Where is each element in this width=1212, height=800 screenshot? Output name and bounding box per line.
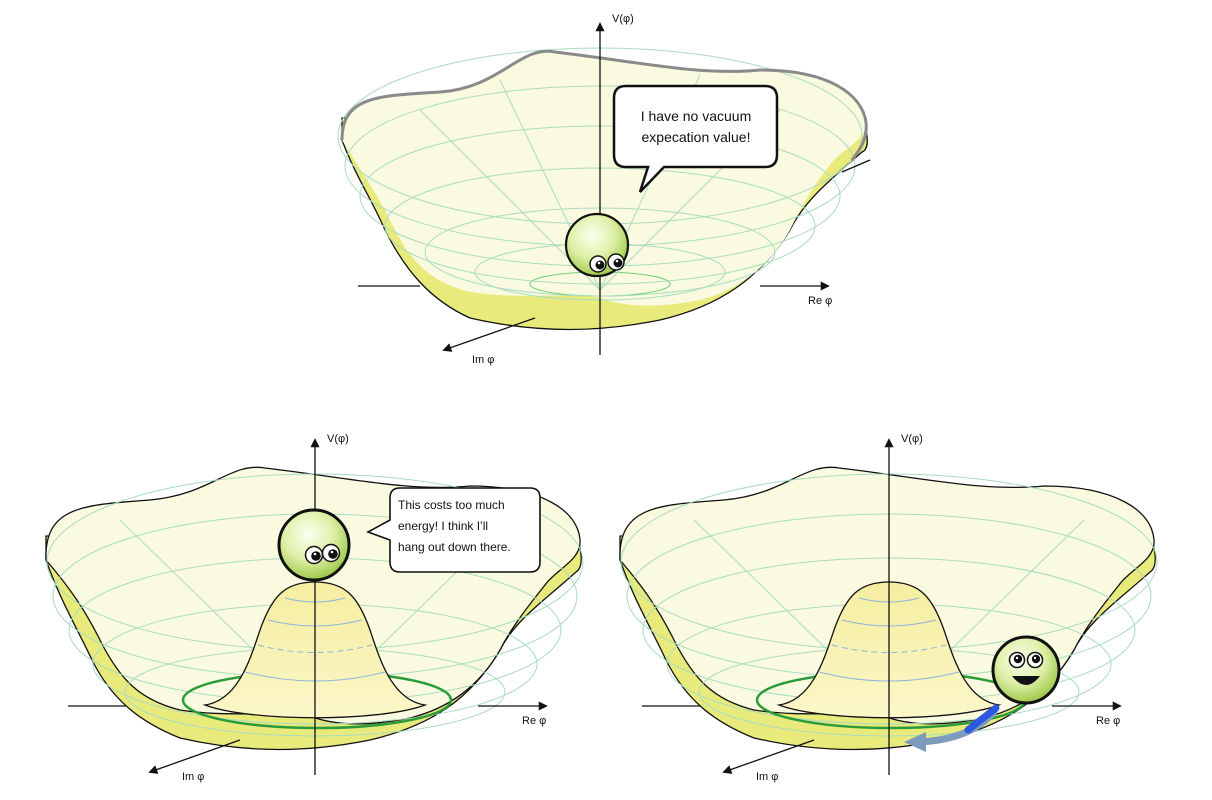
top-speech-line1: I have no vacuum <box>641 108 752 124</box>
br-z-axis-label: Im φ <box>756 771 778 783</box>
bl-speech-line1: This costs too much <box>398 498 505 512</box>
top-bowl-rim <box>340 49 868 161</box>
br-y-axis-label: V(φ) <box>901 433 923 445</box>
top-x-axis-label: Re φ <box>808 295 832 307</box>
top-z-axis <box>442 317 536 352</box>
bl-y-axis-label: V(φ) <box>327 433 349 445</box>
worried-ball-icon <box>564 212 630 278</box>
rolling-arrow-icon <box>904 704 1000 752</box>
happy-ball-icon <box>991 635 1061 705</box>
bl-z-axis-label: Im φ <box>182 771 204 783</box>
bl-z-axis <box>148 739 241 774</box>
top-z-axis-label: Im φ <box>472 354 494 366</box>
top-y-axis-label: V(φ) <box>612 13 634 25</box>
br-z-axis <box>722 739 815 774</box>
br-x-axis-label: Re φ <box>1096 715 1120 727</box>
bl-speech-bubble: This costs too much energy! I think I’ll… <box>366 487 541 573</box>
bl-speech-line2: energy! I think I’ll <box>398 519 488 533</box>
panel-bottom-left: V(φ) Re φ Im φ This costs too much energ… <box>45 433 584 783</box>
panel-top: V(φ) Re φ Im φ I have no vacuum expecati… <box>337 13 871 366</box>
worried-ball-icon <box>277 508 351 582</box>
bl-x-axis-label: Re φ <box>522 715 546 727</box>
top-speech-line2: expecation value! <box>642 129 751 145</box>
bl-speech-line3: hang out down there. <box>398 540 511 554</box>
top-speech-bubble: I have no vacuum expecation value! <box>612 84 779 193</box>
panel-bottom-right: V(φ) Re φ Im φ <box>619 433 1158 783</box>
